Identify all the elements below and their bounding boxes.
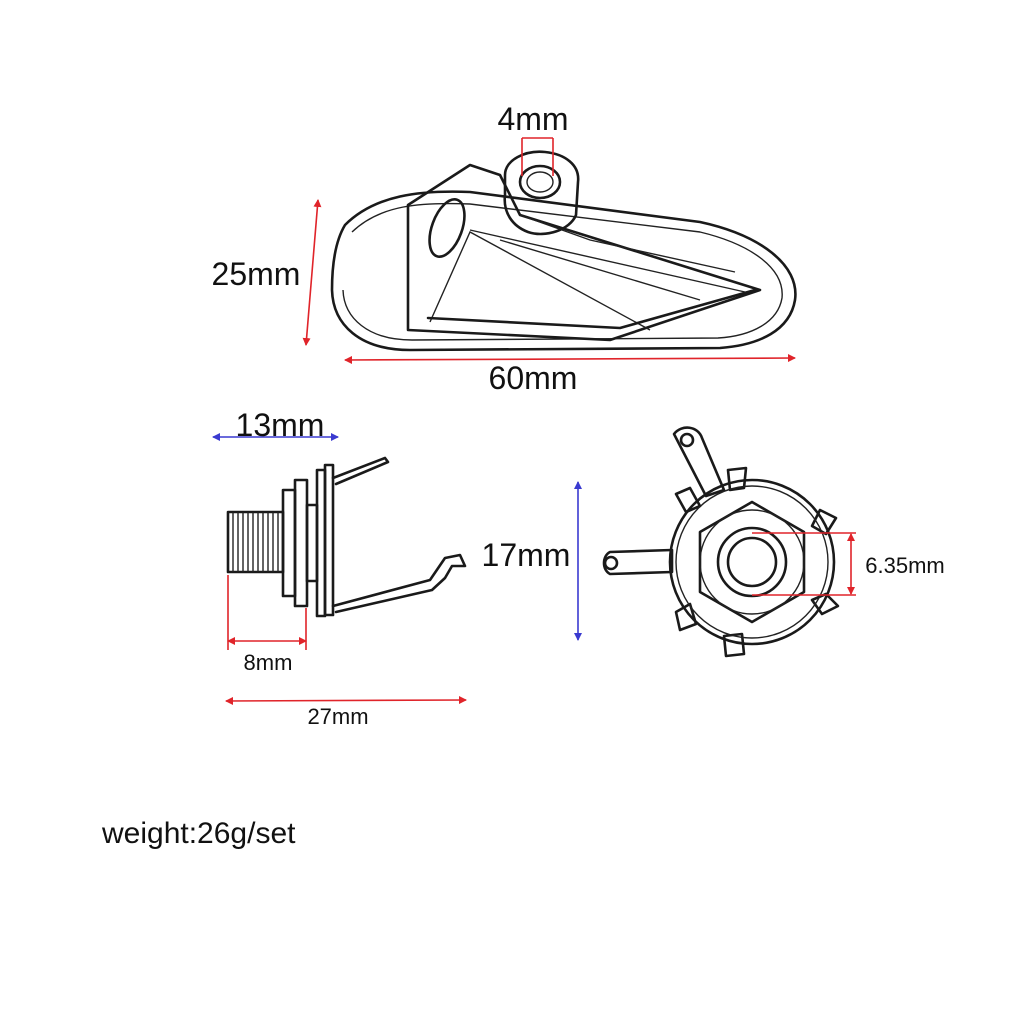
jack-height-label: 17mm [482, 537, 571, 573]
plate-width-line [344, 354, 796, 364]
plate-hole-label: 4mm [497, 101, 568, 137]
thread-length-label: 13mm [236, 407, 325, 443]
jack-side-dimensions [212, 433, 582, 705]
hole-indicator [521, 137, 554, 176]
plate-dimensions [302, 137, 796, 364]
plate-height-line [302, 199, 322, 346]
jack-length-label: 27mm [307, 704, 368, 729]
shaft-length-label: 8mm [244, 650, 293, 675]
jack-plate-drawing [330, 150, 797, 352]
jack-side-drawing [226, 456, 467, 618]
thread-lines [232, 512, 279, 572]
jack-front-drawing [602, 426, 840, 658]
plate-height-label: 25mm [212, 256, 301, 292]
jack-length-line [225, 696, 467, 705]
bore-guides [752, 532, 856, 596]
weight-text: weight:26g/set [101, 817, 296, 850]
jack-front-dimensions [752, 532, 856, 596]
plate-width-label: 60mm [489, 360, 578, 396]
bore-diameter-label: 6.35mm [865, 553, 944, 578]
